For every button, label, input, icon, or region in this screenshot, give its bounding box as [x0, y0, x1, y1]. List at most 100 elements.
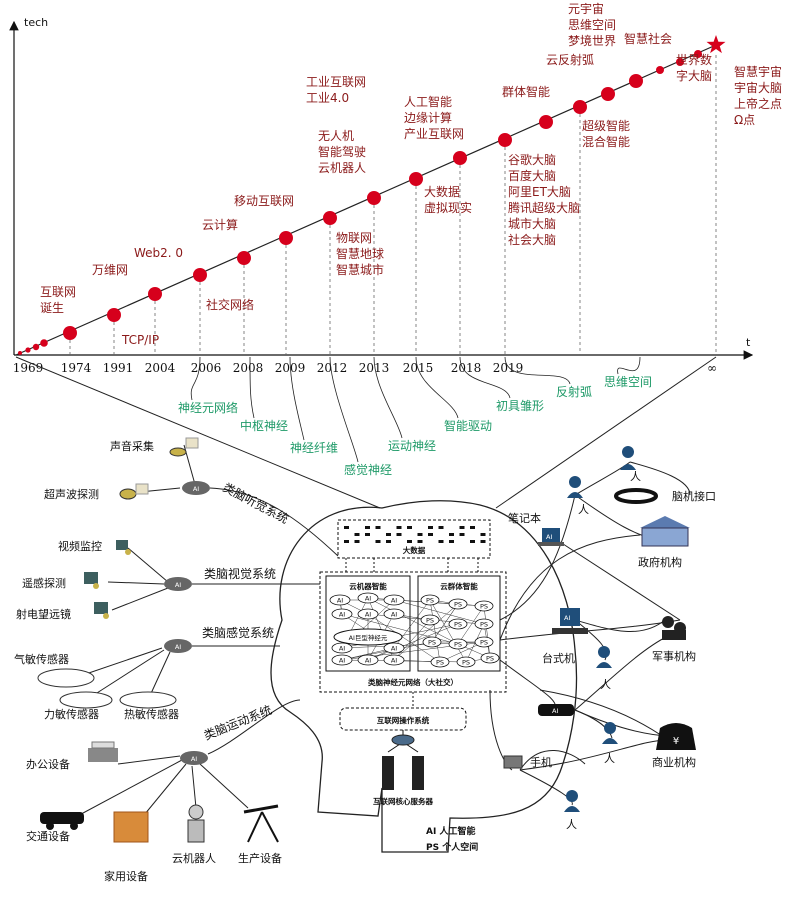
svg-text:AI: AI — [175, 643, 181, 651]
right-nodes: 人 人 脑机接口 笔记本 AI 政府机构 AI 台式机 人 军事机构 AI 人 … — [503, 446, 716, 831]
device-traffic: 交通设备 — [26, 829, 70, 843]
milestone-label: 虚拟现实 — [424, 200, 472, 215]
camera-icon — [116, 540, 131, 555]
milestone-label: 互联网 — [40, 285, 76, 299]
government-icon — [640, 516, 690, 547]
ultrasonic-icon — [119, 483, 149, 500]
milestone-label: 产业互联网 — [404, 127, 464, 141]
ps-node — [480, 652, 500, 664]
robot-icon — [187, 804, 205, 843]
ps-node — [422, 636, 442, 648]
ai-node-label: AI — [391, 645, 397, 653]
ps-node-label: PS — [462, 659, 470, 667]
svg-text:AI: AI — [175, 581, 181, 589]
person-icon — [596, 646, 612, 668]
gas-sensor-icon — [37, 668, 95, 688]
printer-icon — [88, 741, 118, 762]
ai-node-label: AI — [365, 595, 371, 603]
milestone-label: Web2. 0 — [134, 246, 183, 260]
ai-node — [383, 654, 405, 666]
brain-outline — [270, 500, 578, 853]
milestone-dot — [694, 50, 702, 58]
car-icon — [40, 812, 84, 830]
milestone-label: 移动互联网 — [234, 194, 294, 208]
milestone-dot — [25, 347, 31, 353]
ps-node-label: PS — [428, 639, 436, 647]
device-force: 力敏传感器 — [44, 707, 99, 721]
ai-node — [383, 608, 405, 620]
network-box — [319, 571, 507, 693]
device-remote: 遥感探测 — [22, 577, 66, 590]
ai-node-label: AI — [391, 657, 397, 665]
milestone-label: 万维网 — [92, 263, 128, 277]
ai-giant-label: AI巨型神经元 — [349, 633, 388, 642]
milestone-label: 人工智能 — [404, 94, 452, 109]
remote-sensing-icon — [84, 572, 99, 589]
stage-label: 感觉神经 — [344, 462, 392, 477]
device-robot: 云机器人 — [172, 851, 216, 865]
x-axis-label: t — [746, 336, 751, 349]
milestone-label: 元宇宙 — [568, 1, 604, 16]
legend-ai: AI 人工智能 — [426, 825, 475, 837]
milestone-label: 阿里ET大脑 — [508, 185, 571, 199]
device-video: 视频监控 — [58, 539, 102, 553]
microphone-icon — [169, 437, 199, 457]
device-telescope: 射电望远镜 — [16, 607, 71, 621]
cloud-group-label: 云群体智能 — [440, 581, 478, 591]
ps-node — [430, 656, 450, 668]
ai-node — [329, 594, 351, 606]
year-tick-label: 1974 — [61, 361, 92, 375]
telescope-icon — [94, 602, 109, 619]
svg-text:人: 人 — [600, 678, 611, 691]
y-axis-label: tech — [24, 16, 48, 29]
ps-node-label: PS — [426, 617, 434, 625]
money-bag-icon: ¥ — [656, 723, 696, 750]
motion-hub — [180, 751, 208, 765]
year-tick-label: 2009 — [275, 361, 306, 375]
year-tick-label: 2006 — [191, 361, 222, 375]
hearing-hub — [182, 481, 210, 495]
growth-line — [15, 44, 717, 356]
milestone-dot — [279, 231, 293, 245]
milestone-dot — [32, 343, 40, 351]
svg-text:AI: AI — [546, 533, 552, 541]
svg-text:人: 人 — [566, 818, 577, 831]
milestone-dot — [323, 211, 337, 225]
device-ultrasonic: 超声波探测 — [44, 487, 99, 501]
desktop-icon — [552, 608, 588, 634]
package-icon — [113, 811, 149, 843]
left-hubs: AI AI AI AI — [164, 481, 210, 765]
milestone-label: 边缘计算 — [404, 110, 452, 125]
milestone-label: 社会大脑 — [508, 232, 556, 247]
notebook-label: 笔记本 — [508, 511, 541, 525]
funnel-lines — [15, 356, 717, 509]
year-tick-label: 2004 — [145, 361, 176, 375]
milestone-dot — [193, 268, 207, 282]
milestone-dot — [367, 191, 381, 205]
year-tick-label: ∞ — [707, 361, 717, 375]
milestone-label: 诞生 — [40, 301, 64, 315]
milestone-label: 谷歌大脑 — [508, 152, 556, 167]
device-heat: 热敏传感器 — [124, 707, 179, 721]
milestone-label: 工业互联网 — [306, 75, 366, 89]
device-labels: 声音采集 超声波探测 视频监控 遥感探测 射电望远镜 气敏传感器 力敏传感器 热… — [14, 439, 282, 883]
year-tick-label: 2013 — [359, 361, 390, 375]
milestone-label: 物联网 — [336, 231, 372, 245]
ai-node-label: AI — [339, 657, 345, 665]
ps-node-label: PS — [480, 621, 488, 629]
ps-node-label: PS — [480, 639, 488, 647]
ai-giant-neuron — [333, 628, 403, 646]
milestone-label: 智能驾驶 — [318, 144, 366, 159]
milestone-label: 宇宙大脑 — [734, 80, 782, 95]
ps-node-label: PS — [454, 641, 462, 649]
sensation-system-label: 类脑感觉系统 — [202, 625, 274, 640]
os-box — [339, 707, 467, 731]
milestone-label: 百度大脑 — [508, 168, 556, 183]
milestone-label: 云计算 — [202, 217, 238, 232]
star-icon — [706, 35, 726, 54]
network-label: 类脑神经元网络（大社交） — [368, 677, 458, 687]
milestone-dot — [629, 74, 643, 88]
svg-text:AI: AI — [552, 707, 558, 715]
